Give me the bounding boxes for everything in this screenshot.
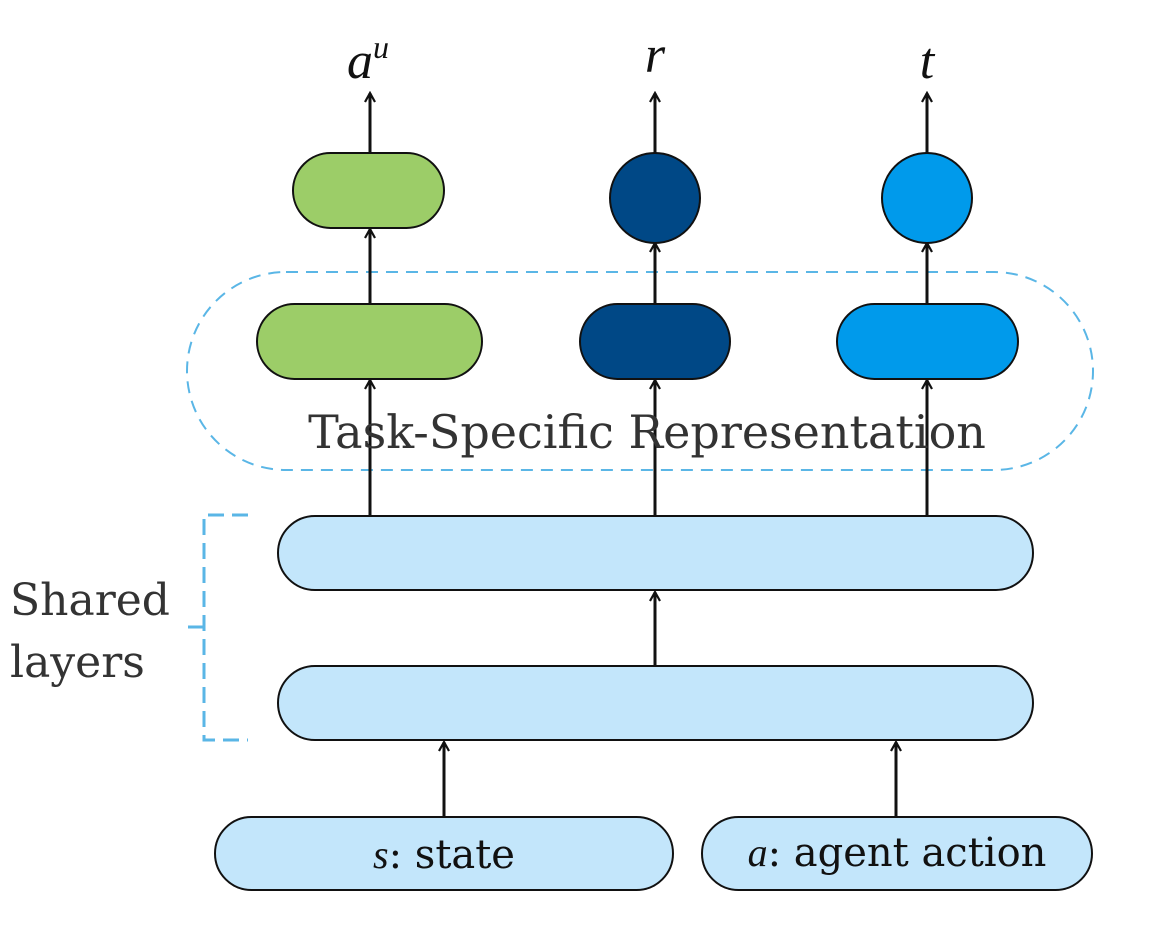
reward-output-label: r (645, 27, 666, 84)
shared-layer-bottom (277, 665, 1034, 741)
terminal-output-label: t (920, 33, 936, 90)
terminal-head (881, 152, 973, 244)
agent-action-input-node (701, 816, 1093, 891)
task-specific-region (186, 271, 1094, 471)
terminal-representation (836, 303, 1019, 380)
agent-action-input-label: a: agent action (748, 830, 1047, 876)
reward-head (609, 152, 701, 244)
user-action-output-label: au (347, 29, 389, 90)
user-action-representation (256, 303, 483, 380)
state-input-label: s: state (373, 832, 515, 878)
shared-layers-label-line1: Shared (10, 575, 170, 626)
shared-layer-top (277, 515, 1034, 591)
task-specific-label: Task-Specific Representation (308, 405, 986, 459)
state-input-node (214, 816, 674, 891)
arrows (370, 93, 927, 816)
shared-layers-label-line2: layers (10, 637, 145, 688)
reward-representation (579, 303, 731, 380)
user-action-head (292, 152, 445, 229)
shared-layers-bracket (187, 513, 248, 742)
